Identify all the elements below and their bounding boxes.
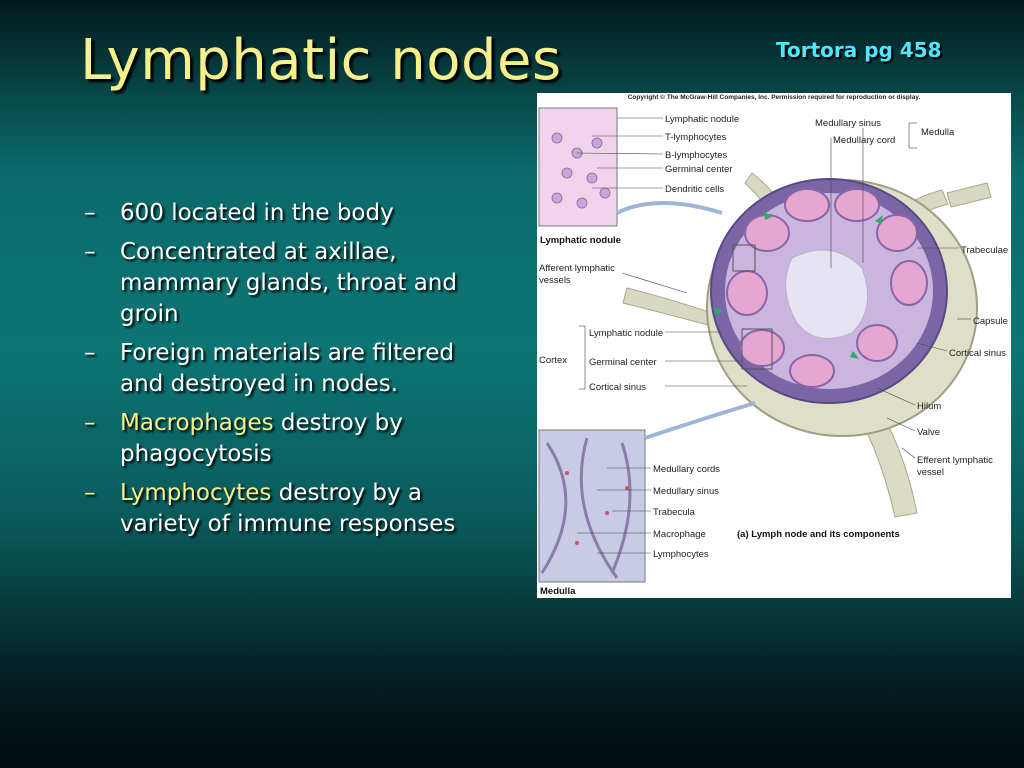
bullet-item: –Foreign materials are filtered and dest… (84, 338, 484, 400)
label-valve: Valve (917, 427, 940, 438)
label-afferent-1: Afferent lymphatic (539, 263, 615, 274)
label-b-lymphocytes: B-lymphocytes (665, 150, 728, 161)
bullet-item: –Macrophages destroy by phagocytosis (84, 408, 484, 470)
highlighted-term: Lymphocytes (120, 480, 272, 506)
label-germinal-center-top: Germinal center (665, 164, 733, 175)
bullet-dash: – (84, 480, 96, 506)
bullet-dash: – (84, 239, 96, 265)
bullet-dash: – (84, 410, 96, 436)
bullet-list: –600 located in the body–Concentrated at… (84, 198, 484, 548)
figure-caption: (a) Lymph node and its components (737, 529, 900, 540)
bullet-item: –Lymphocytes destroy by a variety of imm… (84, 478, 484, 540)
bullet-item: –600 located in the body (84, 198, 484, 229)
label-cortical-sinus-right: Cortical sinus (949, 348, 1006, 359)
bullet-dash: – (84, 340, 96, 366)
label-lymphatic-nodule-left: Lymphatic nodule (589, 328, 663, 339)
copyright-notice: Copyright © The McGraw-Hill Companies, I… (627, 94, 921, 101)
lymph-node-illustration: Lymphatic nodule T-lymphocytes B-lymphoc… (538, 107, 1008, 597)
label-cortical-sinus-left: Cortical sinus (589, 382, 646, 393)
label-medulla: Medulla (921, 127, 955, 138)
label-afferent-2: vessels (539, 275, 571, 286)
bullet-item: –Concentrated at axillae, mammary glands… (84, 237, 484, 330)
bullet-text: destroy by a variety of immune responses (120, 480, 456, 537)
page-reference: Tortora pg 458 (776, 38, 942, 62)
slide-title: Lymphatic nodes (80, 28, 562, 93)
bullet-text: 600 located in the body (120, 200, 394, 226)
label-trabeculae: Trabeculae (961, 245, 1008, 256)
label-dendritic-cells: Dendritic cells (665, 184, 724, 195)
label-efferent-2: vessel (917, 467, 944, 478)
label-germinal-center-left: Germinal center (589, 357, 657, 368)
label-macrophage: Macrophage (653, 529, 706, 540)
label-t-lymphocytes: T-lymphocytes (665, 132, 726, 143)
label-lymphocytes: Lymphocytes (653, 549, 709, 560)
label-medullary-cords: Medullary cords (653, 464, 720, 475)
bullet-text: Foreign materials are filtered and destr… (120, 340, 455, 397)
label-medullary-sinus-bottom: Medullary sinus (653, 486, 719, 497)
label-cortex: Cortex (539, 355, 567, 366)
bullet-text: Concentrated at axillae, mammary glands,… (120, 239, 457, 327)
label-medullary-cord: Medullary cord (833, 135, 895, 146)
label-efferent-1: Efferent lymphatic (917, 455, 993, 466)
label-capsule: Capsule (973, 316, 1008, 327)
label-trabecula: Trabecula (653, 507, 696, 518)
caption-lymphatic-nodule: Lymphatic nodule (540, 235, 621, 246)
bullet-text: destroy by phagocytosis (120, 410, 403, 467)
highlighted-term: Macrophages (120, 410, 274, 436)
lymph-node-diagram: Copyright © The McGraw-Hill Companies, I… (537, 93, 1011, 598)
bullet-dash: – (84, 200, 96, 226)
caption-medulla: Medulla (540, 586, 576, 597)
label-hilum: Hilum (917, 401, 941, 412)
label-lymphatic-nodule-top: Lymphatic nodule (665, 114, 739, 125)
label-medullary-sinus: Medullary sinus (815, 118, 881, 129)
